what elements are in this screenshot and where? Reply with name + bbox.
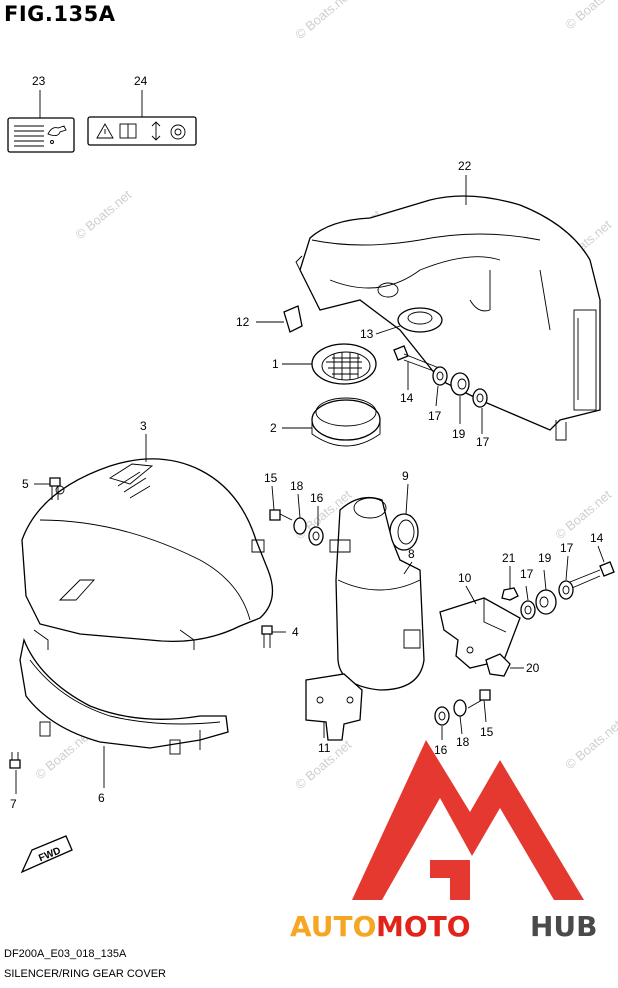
part-17-washer-right-a xyxy=(558,580,574,600)
part-17-washer-upper-a xyxy=(432,366,448,386)
part-7-bolt xyxy=(9,752,21,769)
callout-23: 23 xyxy=(32,74,46,88)
callout-19-upper: 19 xyxy=(452,427,466,441)
brand-moto: MOTO xyxy=(376,910,471,943)
watermark-1: © Boats.net xyxy=(292,0,354,42)
part-14-bolt-right xyxy=(569,561,615,589)
callout-12: 12 xyxy=(236,315,250,329)
automotohub-logo: AUTO MOTO HUB xyxy=(290,740,598,943)
callout-4: 4 xyxy=(292,625,299,639)
figure-code: DF200A_E03_018_135A xyxy=(4,948,127,960)
callout-labels: 23 24 22 12 13 1 14 17 19 17 2 3 5 15 18… xyxy=(10,74,604,811)
fwd-arrow-icon: FWD xyxy=(20,835,73,874)
brand-hub: HUB xyxy=(530,910,598,943)
part-19-cushion-right xyxy=(535,589,557,615)
label-23-sticker xyxy=(7,117,75,153)
watermark-2: © Boats.net xyxy=(562,0,618,32)
part-2-seal-ring xyxy=(311,397,381,447)
callout-15-lower: 15 xyxy=(480,725,494,739)
part-6-lower-cover xyxy=(19,629,229,755)
callout-16-lower: 16 xyxy=(434,743,448,757)
callout-7: 7 xyxy=(10,797,17,811)
part-1-screen xyxy=(311,343,377,385)
part-5-bolt xyxy=(49,477,61,500)
callout-1: 1 xyxy=(272,357,279,371)
callout-17-right-a: 17 xyxy=(560,541,574,555)
part-17-washer-upper-b xyxy=(472,388,488,408)
part-3-ring-gear-cover xyxy=(21,458,274,643)
part-21-nut xyxy=(501,587,519,601)
callout-10: 10 xyxy=(458,571,472,585)
part-16-grommet-lower xyxy=(434,706,450,726)
part-20-clamp xyxy=(485,653,511,677)
part-16-grommet-upper xyxy=(308,526,324,546)
callout-2: 2 xyxy=(270,421,277,435)
part-13-grommet xyxy=(397,307,443,333)
part-10-bracket xyxy=(439,597,521,669)
part-17-washer-right-b xyxy=(520,600,536,620)
callout-3: 3 xyxy=(140,419,147,433)
label-24-sticker xyxy=(87,116,197,146)
callout-18-lower: 18 xyxy=(456,735,470,749)
callout-11: 11 xyxy=(318,741,331,755)
callout-14-right: 14 xyxy=(590,531,604,545)
part-19-cushion-upper xyxy=(450,372,470,396)
part-11-bracket xyxy=(305,673,363,741)
figure-name: SILENCER/RING GEAR COVER xyxy=(4,968,166,980)
callout-24: 24 xyxy=(134,74,148,88)
callout-18-upper: 18 xyxy=(290,479,304,493)
part-4-bolt xyxy=(261,625,273,648)
callout-20: 20 xyxy=(526,661,540,675)
part-15-bolt-lower xyxy=(467,689,491,709)
callout-21: 21 xyxy=(502,551,516,565)
watermark-7: © Boats.net xyxy=(552,487,614,543)
watermark-10: © Boats.net xyxy=(562,717,618,773)
figure-title: FIG.135A xyxy=(4,2,116,26)
callout-15-upper: 15 xyxy=(264,471,278,485)
leader-lines xyxy=(15,90,605,794)
part-15-bolt-upper xyxy=(269,509,293,521)
callout-6: 6 xyxy=(98,791,105,805)
callout-22: 22 xyxy=(458,159,472,173)
callout-9: 9 xyxy=(402,469,409,483)
callout-17-right-b: 17 xyxy=(520,567,534,581)
callout-14-upper: 14 xyxy=(400,391,414,405)
callout-16-upper: 16 xyxy=(310,491,324,505)
callout-17-upper-b: 17 xyxy=(476,435,490,449)
watermark-3: © Boats.net xyxy=(72,187,134,243)
logo-mark-icon xyxy=(352,740,584,900)
callout-8: 8 xyxy=(408,547,415,561)
part-18-collar-lower xyxy=(453,699,467,717)
part-12-clip xyxy=(283,305,303,333)
callout-17-upper-a: 17 xyxy=(428,409,442,423)
callout-19-right: 19 xyxy=(538,551,552,565)
part-22-silencer-case xyxy=(295,195,601,441)
callout-5: 5 xyxy=(22,477,29,491)
part-18-collar-upper xyxy=(293,517,307,535)
part-9-seal xyxy=(389,513,419,551)
brand-auto: AUTO xyxy=(290,910,376,943)
callout-13: 13 xyxy=(360,327,374,341)
